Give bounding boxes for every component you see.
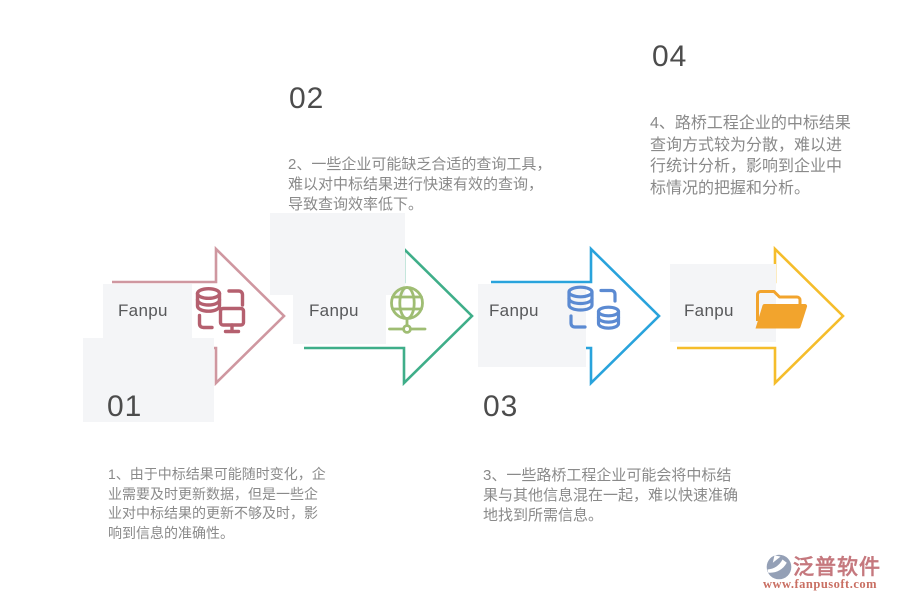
step1-arrow — [112, 245, 286, 387]
step4-brand-label: Fanpu — [684, 301, 734, 320]
fanpu-logo-icon — [766, 554, 792, 580]
step1-brand-label: Fanpu — [118, 301, 168, 320]
open-folder-icon — [755, 290, 808, 329]
step2-description: 2、一些企业可能缺乏合适的查询工具，难以对中标结果进行快速有效的查询，导致查询效… — [288, 156, 552, 213]
step4-number: 04 — [652, 40, 688, 73]
database-monitor-sync-icon — [195, 286, 246, 334]
fanpu-logo-url: www.fanpusoft.com — [763, 577, 878, 591]
globe-network-icon — [388, 286, 427, 334]
step3-brand-label: Fanpu — [489, 301, 539, 320]
fanpu-logo-text: 泛普软件 — [793, 556, 881, 579]
step2-number: 02 — [289, 82, 325, 115]
step2-brand-label: Fanpu — [309, 301, 359, 320]
step4-description: 4、路桥工程企业的中标结果查询方式较为分散，难以进行统计分析，影响到企业中标情况… — [650, 115, 851, 197]
step3-description: 3、一些路桥工程企业可能会将中标结果与其他信息混在一起，难以快速准确地找到所需信… — [483, 467, 739, 524]
database-sync-icon — [567, 285, 621, 330]
step3-number: 03 — [483, 390, 519, 423]
step2-upper-panel — [270, 213, 405, 295]
step2-label-panel — [293, 284, 386, 344]
step1-description: 1、由于中标结果可能随时变化，企业需要及时更新数据，但是一些企业对中标结果的更新… — [108, 466, 326, 541]
step1-lower-panel — [83, 338, 214, 422]
step3-arrow — [491, 245, 661, 387]
step1-number: 01 — [107, 390, 143, 423]
step1-label-panel — [103, 284, 192, 340]
